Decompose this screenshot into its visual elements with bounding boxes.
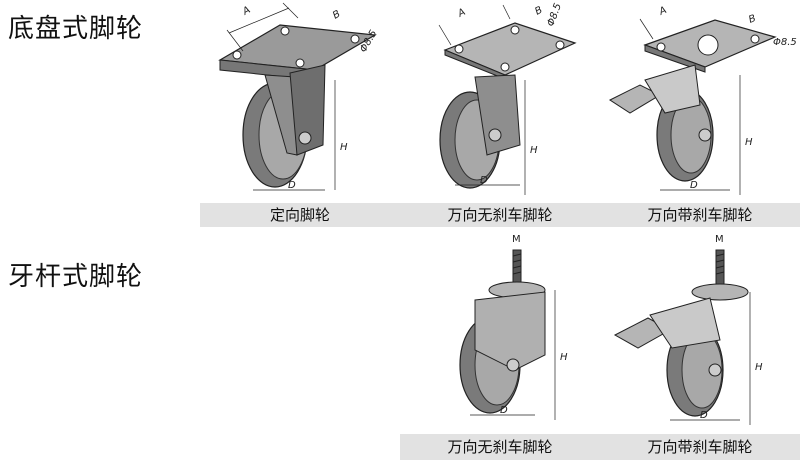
brake-housing bbox=[644, 64, 701, 114]
top-plate bbox=[443, 22, 577, 76]
dim-hole-label: Φ8.5 bbox=[545, 2, 563, 28]
dim-d-label: D bbox=[700, 410, 708, 421]
stem-swivel-brake-drawing: M D H bbox=[613, 234, 763, 425]
brake-housing bbox=[649, 297, 721, 349]
caption-swivel-brake: 万向带刹车脚轮 bbox=[647, 206, 753, 224]
stem-swivel-no-brake-drawing: M D H bbox=[459, 234, 568, 420]
mount-hole bbox=[510, 25, 520, 35]
caption-stem-swivel-brake: 万向带刹车脚轮 bbox=[647, 438, 753, 456]
axle-nut bbox=[506, 358, 520, 372]
mount-hole bbox=[232, 50, 242, 60]
dim-b-label: B bbox=[533, 5, 544, 18]
mount-hole bbox=[280, 26, 290, 36]
caption-bar-stem bbox=[400, 434, 800, 460]
plate-edge bbox=[644, 44, 706, 73]
mount-hole bbox=[500, 62, 510, 72]
mount-hole bbox=[656, 42, 666, 52]
dim-hole-label: Φ8.5 bbox=[773, 37, 797, 48]
caption-bar-plate bbox=[200, 203, 800, 227]
dim-d-label: D bbox=[690, 180, 698, 191]
fork-leg bbox=[289, 64, 326, 156]
swivel-no-brake-drawing: A B Φ8.5 D H bbox=[438, 2, 577, 195]
swivel-brake-drawing: A B Φ8.5 D H bbox=[608, 5, 797, 195]
dim-a-label: A bbox=[455, 7, 467, 20]
dim-b-label: B bbox=[747, 13, 757, 26]
fork-body bbox=[474, 291, 546, 371]
dim-a-label: A bbox=[657, 5, 669, 18]
dim-m-label: M bbox=[512, 234, 521, 245]
mount-hole bbox=[750, 34, 760, 44]
kingpin bbox=[697, 34, 719, 56]
axle-nut bbox=[488, 128, 502, 142]
mount-hole bbox=[454, 44, 464, 54]
dim-d-label: D bbox=[500, 405, 508, 416]
dim-d-label: D bbox=[288, 180, 296, 191]
dim-b-label: B bbox=[331, 9, 343, 22]
axle-nut bbox=[708, 363, 722, 377]
mount-hole bbox=[555, 40, 565, 50]
section-title-stem-casters: 牙杆式脚轮 bbox=[8, 262, 144, 292]
mount-hole bbox=[350, 34, 360, 44]
caption-stem-swivel-no-brake: 万向无刹车脚轮 bbox=[447, 438, 553, 456]
dim-h-label: H bbox=[530, 145, 538, 156]
dim-d-label: D bbox=[480, 175, 488, 186]
dim-h-label: H bbox=[755, 362, 763, 373]
caption-fixed-caster: 定向脚轮 bbox=[269, 206, 330, 224]
swivel-head bbox=[691, 283, 749, 301]
mount-hole bbox=[295, 58, 305, 68]
dim-m-label: M bbox=[715, 234, 724, 245]
fork-leg bbox=[474, 74, 521, 156]
dim-h-label: H bbox=[560, 352, 568, 363]
dim-h-label: H bbox=[745, 137, 753, 148]
dim-h-label: H bbox=[340, 142, 348, 153]
fixed-caster-drawing: A B Φ8.5 D H bbox=[218, 2, 379, 191]
dim-a-label: A bbox=[240, 5, 252, 19]
section-title-plate-casters: 底盘式脚轮 bbox=[8, 14, 144, 44]
axle-nut bbox=[698, 128, 712, 142]
caption-swivel-no-brake: 万向无刹车脚轮 bbox=[447, 206, 553, 224]
axle-nut bbox=[298, 131, 312, 145]
